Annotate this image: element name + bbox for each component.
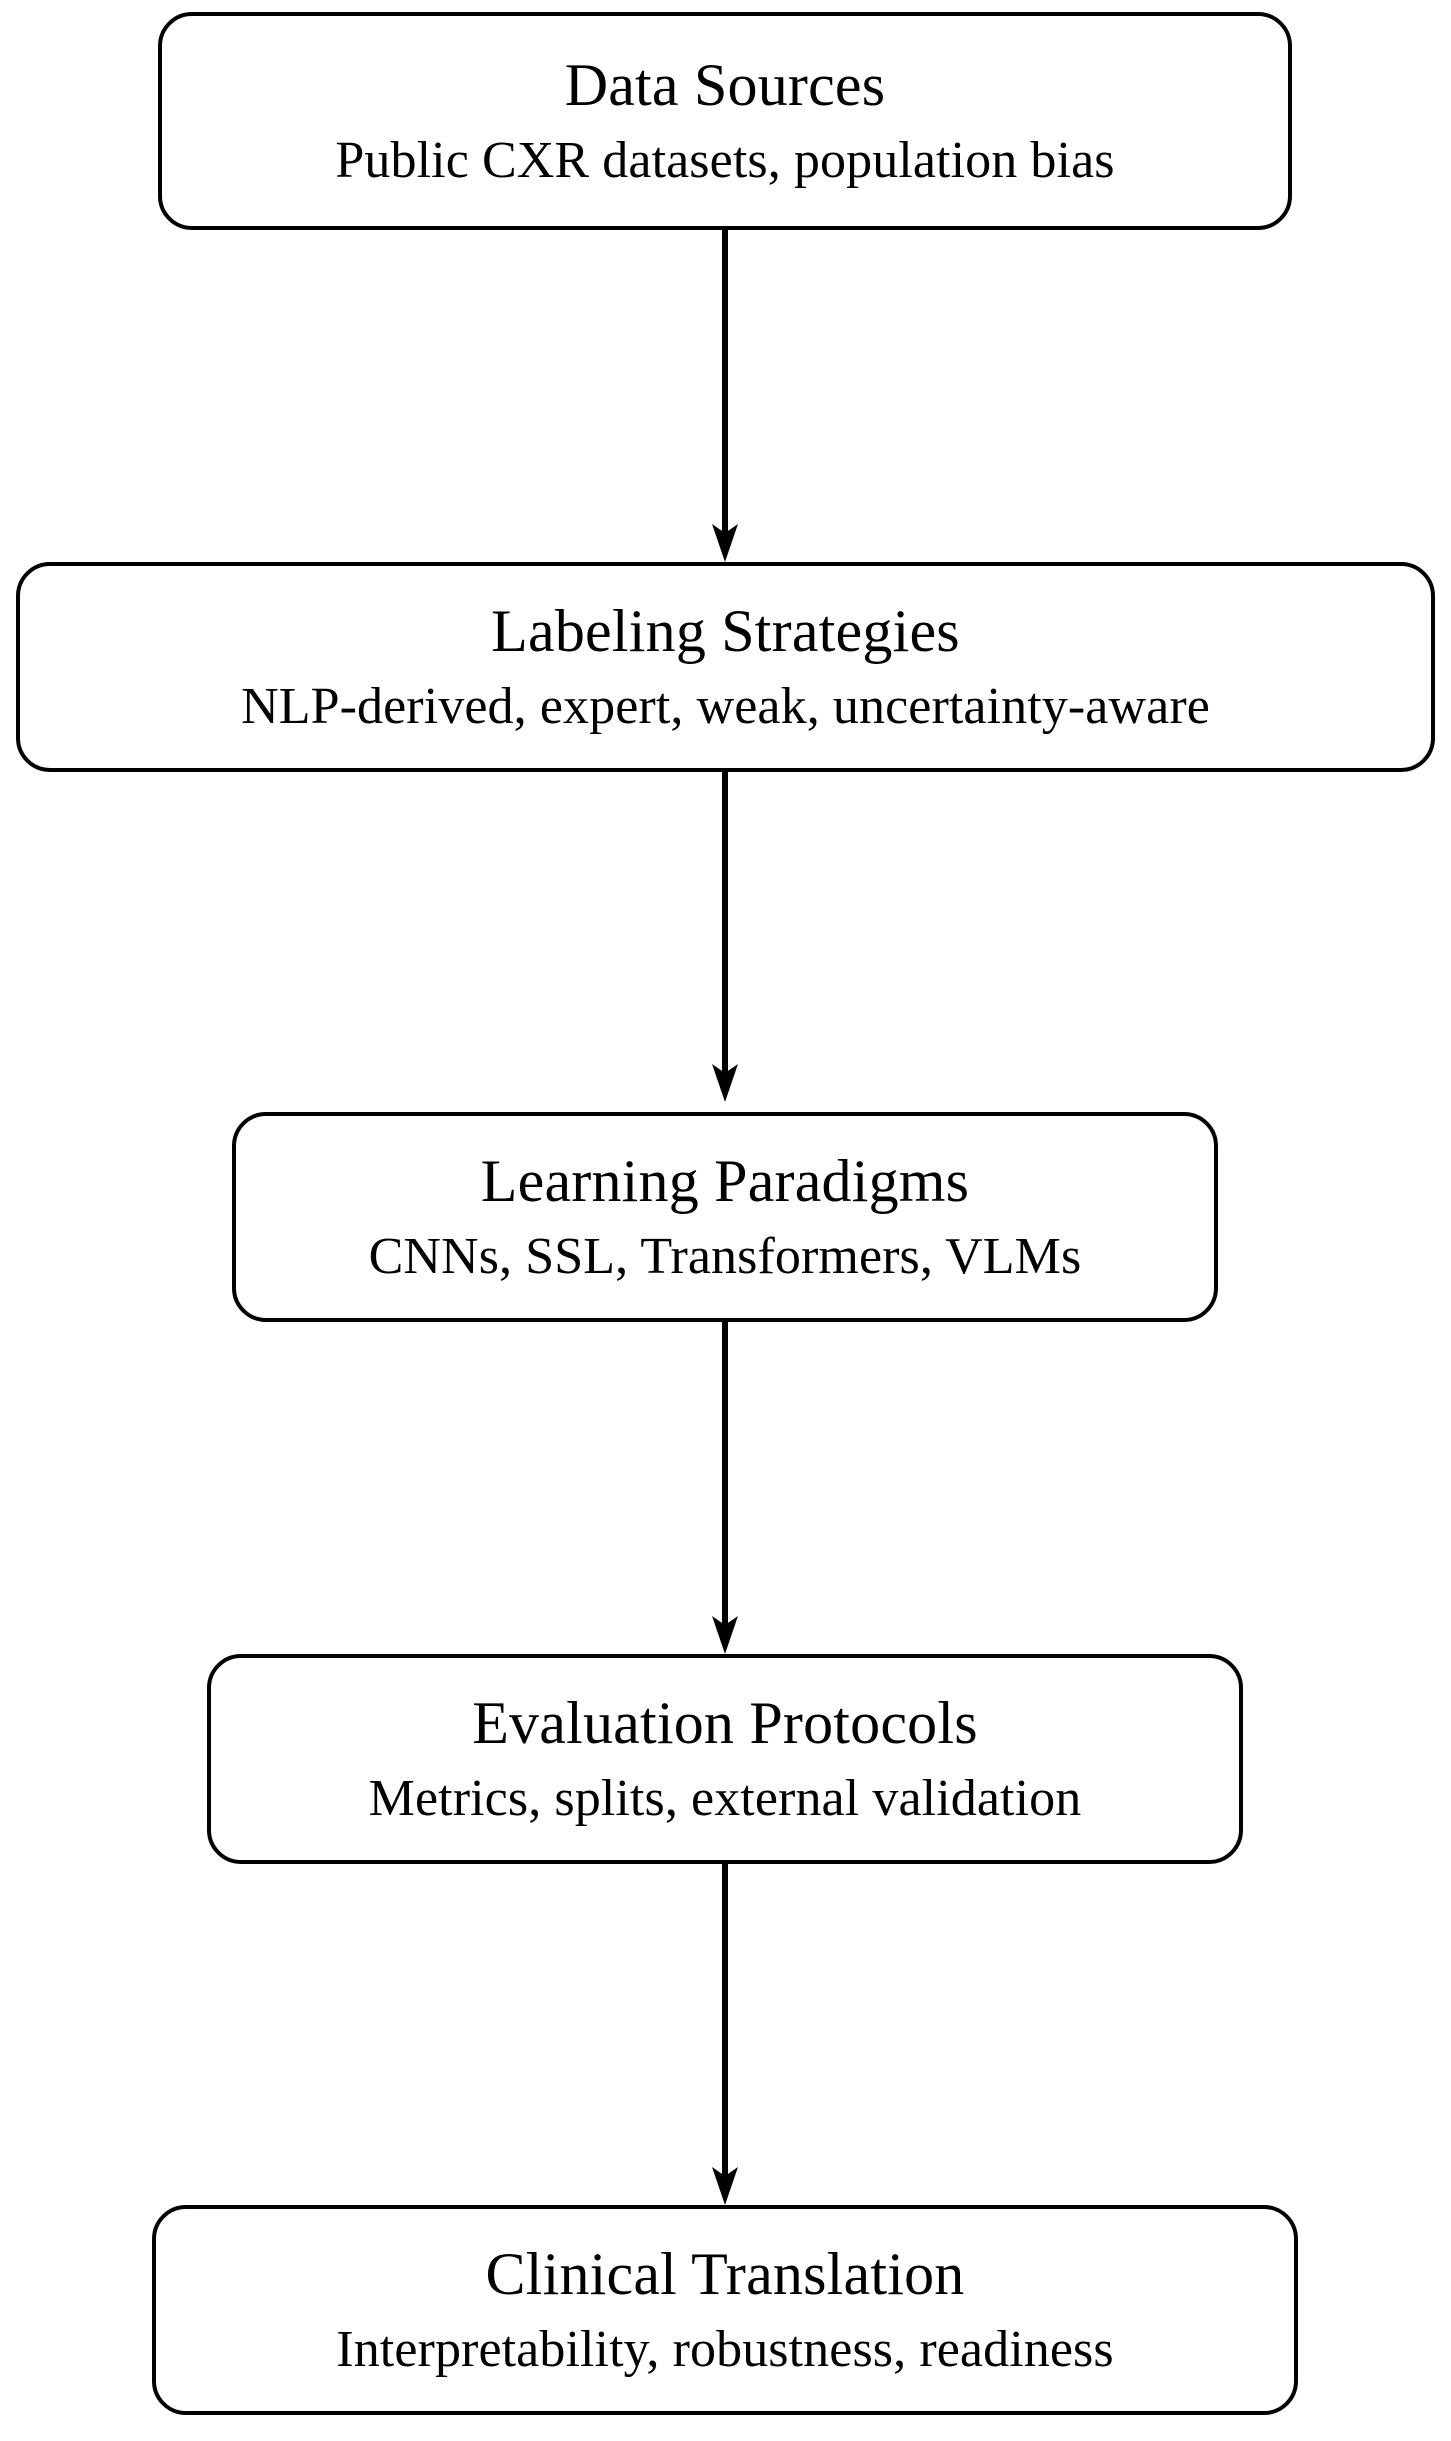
edge-learning-paradigms-to-evaluation-protocols [695,1322,755,1654]
edge-evaluation-protocols-to-clinical-translation [695,1864,755,2205]
edge-1-arrowhead-icon [712,524,738,562]
node-evaluation-protocols-subtitle: Metrics, splits, external validation [368,1770,1082,1828]
edge-3-arrowhead-icon [712,1616,738,1654]
node-data-sources[interactable]: Data Sources Public CXR datasets, popula… [158,12,1292,230]
node-clinical-translation-title: Clinical Translation [485,2240,965,2307]
node-labeling-strategies-subtitle: NLP-derived, expert, weak, uncertainty-a… [241,678,1210,736]
node-learning-paradigms-title: Learning Paradigms [480,1147,970,1214]
edge-labeling-strategies-to-learning-paradigms [695,772,755,1102]
edge-2-arrowhead-icon [712,1064,738,1102]
node-data-sources-subtitle: Public CXR datasets, population bias [335,132,1115,190]
node-clinical-translation[interactable]: Clinical Translation Interpretability, r… [152,2205,1298,2415]
node-labeling-strategies[interactable]: Labeling Strategies NLP-derived, expert,… [16,562,1435,772]
node-data-sources-title: Data Sources [564,51,886,118]
edge-data-sources-to-labeling-strategies [695,230,755,562]
edge-4-arrowhead-icon [712,2167,738,2205]
node-labeling-strategies-title: Labeling Strategies [491,597,960,664]
node-evaluation-protocols[interactable]: Evaluation Protocols Metrics, splits, ex… [207,1654,1243,1864]
node-learning-paradigms-subtitle: CNNs, SSL, Transformers, VLMs [368,1228,1082,1286]
node-evaluation-protocols-title: Evaluation Protocols [472,1689,978,1756]
node-learning-paradigms[interactable]: Learning Paradigms CNNs, SSL, Transforme… [232,1112,1218,1322]
node-clinical-translation-subtitle: Interpretability, robustness, readiness [336,2321,1114,2379]
